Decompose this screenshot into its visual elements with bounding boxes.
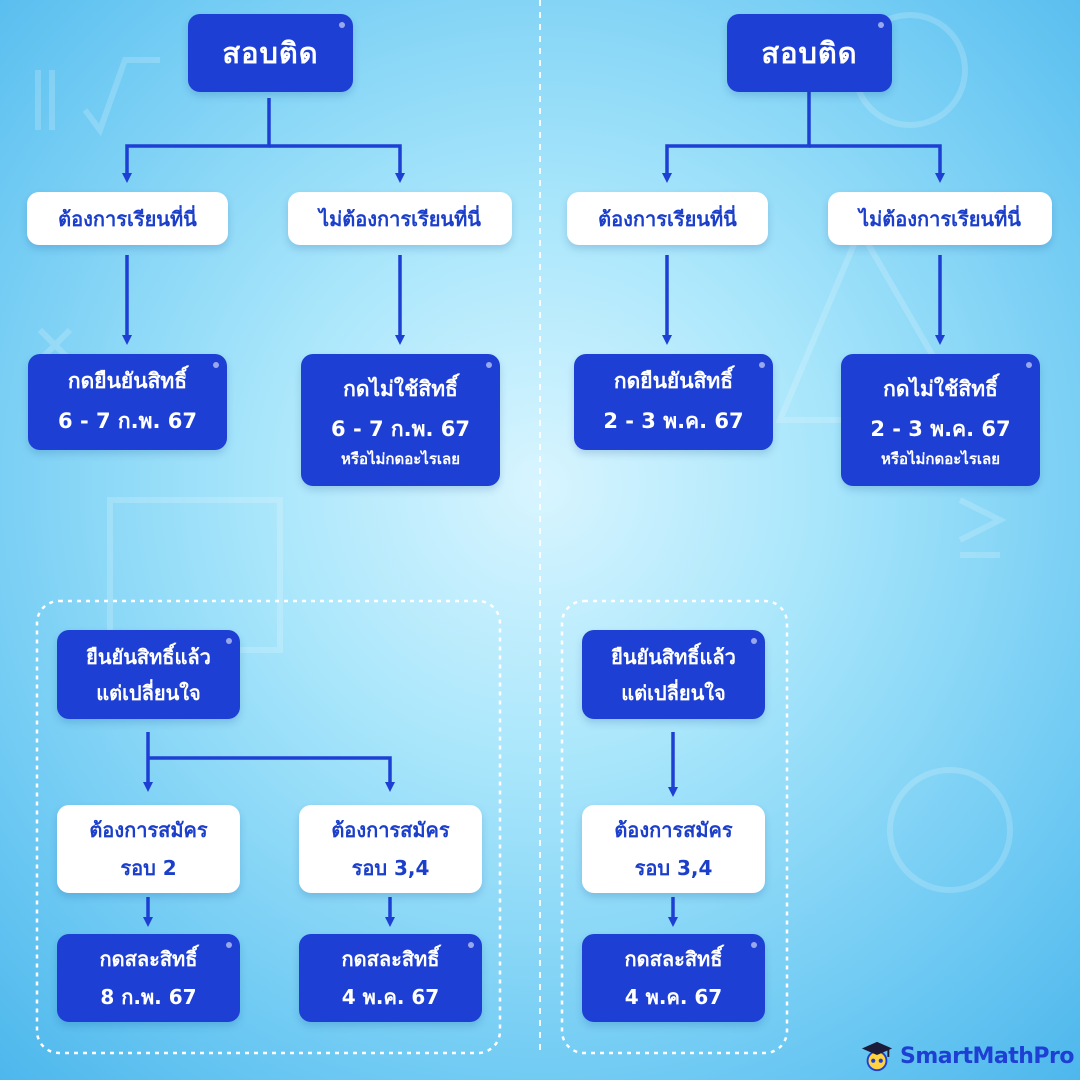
waive-label: กดสละสิทธิ์ xyxy=(624,947,723,971)
confirm-box-left: กดยืนยันสิทธิ์ 6 - 7 ก.พ. 67 xyxy=(28,354,227,450)
confirm-date: 6 - 7 ก.พ. 67 xyxy=(58,409,197,433)
apply-round34-box-right: ต้องการสมัคร รอบ 3,4 xyxy=(582,805,765,893)
option-not-want-left: ไม่ต้องการเรียนที่นี่ xyxy=(288,192,512,245)
apply-round: รอบ 3,4 xyxy=(634,856,713,880)
graduation-cap-icon xyxy=(861,1041,893,1072)
option-not-want-right: ไม่ต้องการเรียนที่นี่ xyxy=(828,192,1052,245)
changed-mind-box-right: ยืนยันสิทธิ์แล้ว แต่เปลี่ยนใจ xyxy=(582,630,765,719)
decline-box-left: กดไม่ใช้สิทธิ์ 6 - 7 ก.พ. 67 หรือไม่กดอะ… xyxy=(301,354,500,486)
waive-date: 4 พ.ค. 67 xyxy=(624,985,723,1009)
changed-mind-line1: ยืนยันสิทธิ์แล้ว xyxy=(611,644,736,669)
decline-label: กดไม่ใช้สิทธิ์ xyxy=(343,377,458,402)
changed-mind-line1: ยืนยันสิทธิ์แล้ว xyxy=(86,644,211,669)
waive-round34-box-left: กดสละสิทธิ์ 4 พ.ค. 67 xyxy=(299,934,482,1022)
changed-mind-box-left: ยืนยันสิทธิ์แล้ว แต่เปลี่ยนใจ xyxy=(57,630,240,719)
decline-date: 6 - 7 ก.พ. 67 xyxy=(331,417,470,442)
waive-date: 4 พ.ค. 67 xyxy=(341,985,440,1009)
decline-label: กดไม่ใช้สิทธิ์ xyxy=(883,377,998,402)
confirm-label: กดยืนยันสิทธิ์ xyxy=(613,369,734,394)
passed-title-right: สอบติด xyxy=(727,14,892,92)
waive-date: 8 ก.พ. 67 xyxy=(100,985,197,1009)
smartmathpro-logo: SmartMathPro xyxy=(860,1034,1075,1078)
waive-round2-box: กดสละสิทธิ์ 8 ก.พ. 67 xyxy=(57,934,240,1022)
decline-box-right: กดไม่ใช้สิทธิ์ 2 - 3 พ.ค. 67 หรือไม่กดอะ… xyxy=(841,354,1040,486)
apply-round34-box-left: ต้องการสมัคร รอบ 3,4 xyxy=(299,805,482,893)
apply-round2-box: ต้องการสมัคร รอบ 2 xyxy=(57,805,240,893)
changed-mind-line2: แต่เปลี่ยนใจ xyxy=(621,680,726,705)
decline-note: หรือไม่กดอะไรเลย xyxy=(881,450,1000,469)
waive-round34-box-right: กดสละสิทธิ์ 4 พ.ค. 67 xyxy=(582,934,765,1022)
option-want-right: ต้องการเรียนที่นี่ xyxy=(567,192,768,245)
option-want-left: ต้องการเรียนที่นี่ xyxy=(27,192,228,245)
apply-label: ต้องการสมัคร xyxy=(614,818,733,842)
changed-mind-line2: แต่เปลี่ยนใจ xyxy=(96,680,201,705)
passed-title-left: สอบติด xyxy=(188,14,353,92)
apply-label: ต้องการสมัคร xyxy=(331,818,450,842)
confirm-box-right: กดยืนยันสิทธิ์ 2 - 3 พ.ค. 67 xyxy=(574,354,773,450)
apply-round: รอบ 2 xyxy=(120,856,177,880)
apply-label: ต้องการสมัคร xyxy=(89,818,208,842)
confirm-date: 2 - 3 พ.ค. 67 xyxy=(603,409,744,433)
logo-text: SmartMathPro xyxy=(900,1043,1075,1069)
decline-note: หรือไม่กดอะไรเลย xyxy=(341,450,460,469)
decline-date: 2 - 3 พ.ค. 67 xyxy=(870,417,1011,442)
apply-round: รอบ 3,4 xyxy=(351,856,430,880)
waive-label: กดสละสิทธิ์ xyxy=(341,947,440,971)
confirm-label: กดยืนยันสิทธิ์ xyxy=(67,369,188,394)
waive-label: กดสละสิทธิ์ xyxy=(99,947,198,971)
